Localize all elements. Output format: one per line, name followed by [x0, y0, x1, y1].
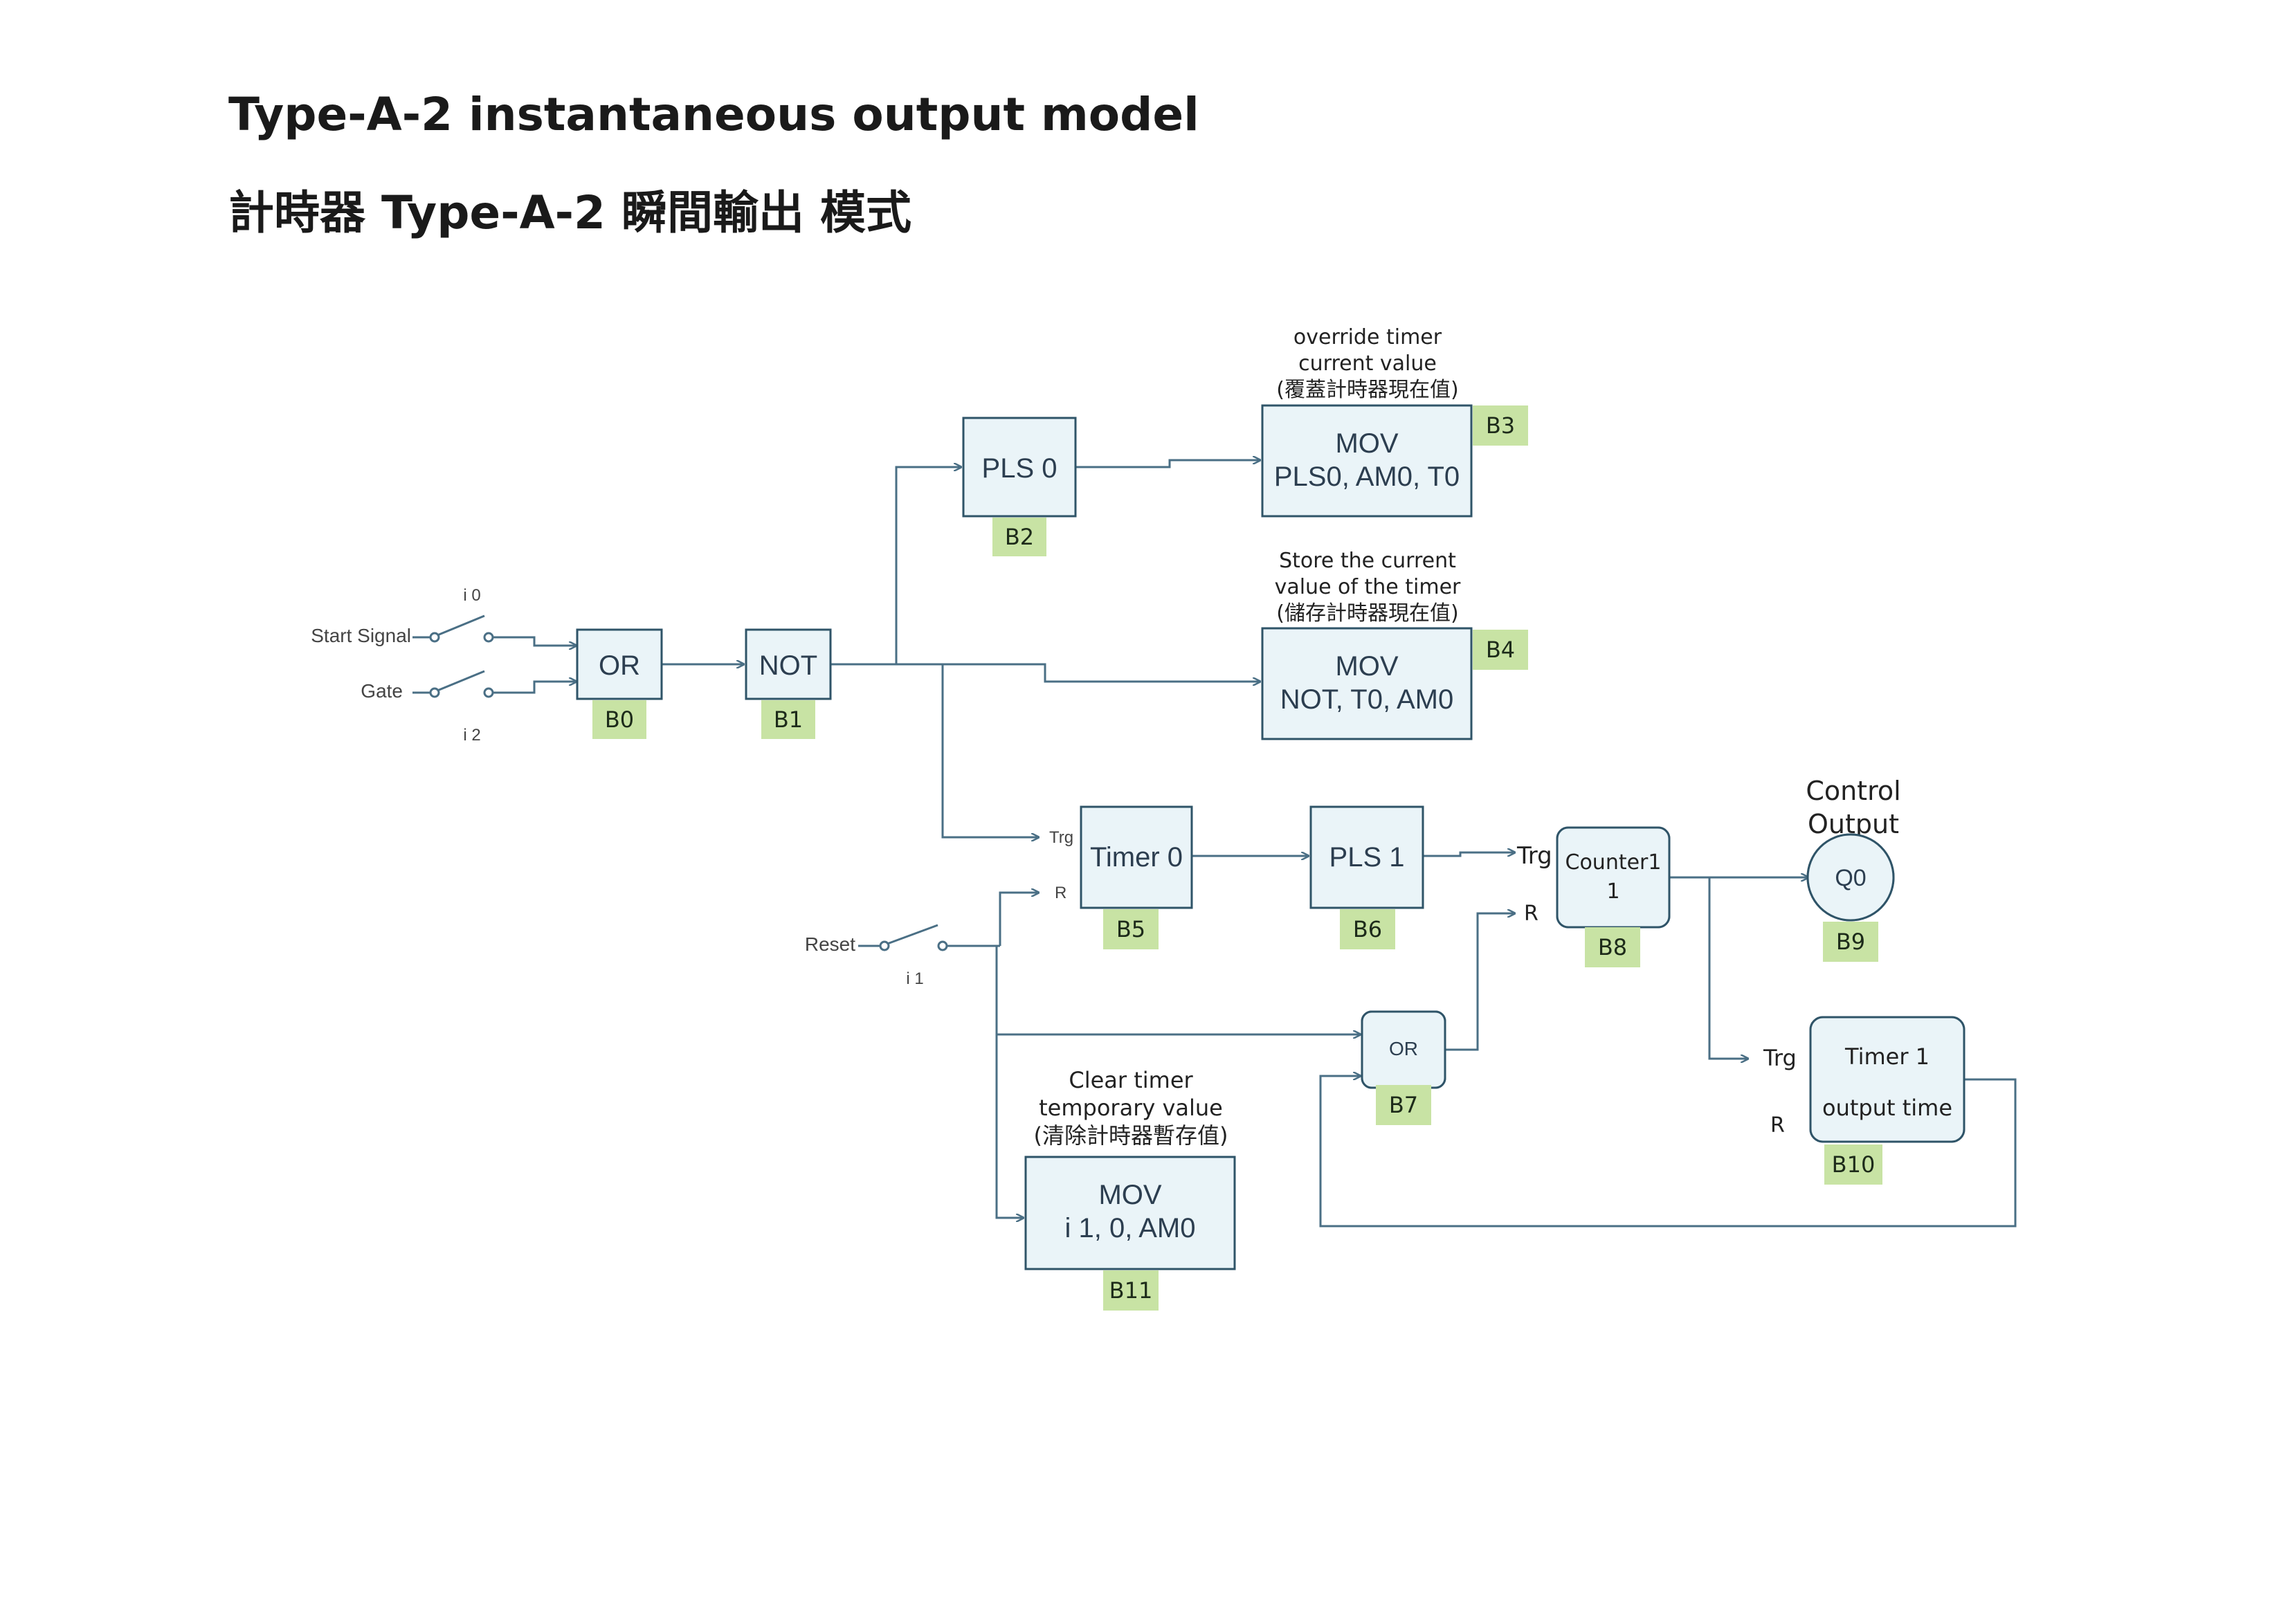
start-signal-label: Start Signal	[311, 625, 411, 646]
switch-contact-icon	[483, 632, 494, 643]
block-b3-mov: override timer current value (覆蓋計時器現在值) …	[1261, 325, 1528, 518]
block-b9-tag	[1823, 922, 1878, 962]
block-b10-r-label: R	[1770, 1113, 1785, 1138]
block-b10-timer1: Trg R Timer 1 output time B10	[1763, 1016, 1965, 1185]
svg-text:B4: B4	[1486, 637, 1515, 663]
block-b8-line1: Counter1	[1565, 850, 1662, 875]
svg-text:B6: B6	[1353, 916, 1382, 942]
block-b9-label: Q0	[1835, 865, 1866, 891]
gate-switch-lever	[437, 670, 485, 692]
block-b6-label: PLS 1	[1329, 842, 1405, 873]
note-b4-line2: value of the timer	[1275, 575, 1461, 599]
switch-contact-icon	[429, 632, 440, 643]
block-b1-tag	[761, 700, 815, 739]
block-b10-line2: output time	[1822, 1095, 1952, 1121]
note-b9-line1: Control	[1806, 776, 1900, 806]
block-b4-line1: MOV	[1335, 651, 1398, 682]
note-b4-line1: Store the current	[1279, 549, 1456, 573]
switch-contact-icon	[429, 687, 440, 698]
block-b11-tag	[1103, 1270, 1159, 1311]
svg-text:B9: B9	[1836, 929, 1865, 955]
block-b4-tag	[1473, 630, 1528, 670]
reset-switch-lever	[887, 924, 938, 945]
block-b8-counter1: Trg R Counter1 1 B8	[1516, 826, 1671, 967]
svg-text:B11: B11	[1109, 1277, 1153, 1304]
reset-input-id: i 1	[906, 969, 923, 988]
title-line2: 計時器 Type-A-2 瞬間輸出 模式	[228, 186, 911, 239]
block-b6-tag	[1340, 909, 1395, 949]
svg-text:B7: B7	[1389, 1092, 1418, 1118]
switch-contact-icon	[483, 687, 494, 698]
block-b11-line1: MOV	[1098, 1180, 1161, 1210]
note-b3-line2: current value	[1298, 352, 1437, 376]
svg-text:B5: B5	[1116, 916, 1145, 942]
block-b10-tag	[1824, 1144, 1882, 1185]
block-b6-pls1: PLS 1 B6	[1309, 805, 1424, 949]
block-b0-label: OR	[599, 650, 640, 681]
block-b3-line2: PLS0, AM0, T0	[1274, 462, 1460, 492]
note-b4-line3: (儲存計時器現在值)	[1276, 601, 1458, 626]
block-b0-tag	[592, 700, 646, 739]
block-b0-or: OR B0	[576, 628, 663, 739]
block-b8-trg-label: Trg	[1516, 842, 1552, 870]
switch-contact-icon	[937, 940, 948, 951]
block-b4-line2: NOT, T0, AM0	[1280, 684, 1453, 715]
block-b2-tag	[992, 518, 1046, 556]
block-b5-tag	[1103, 909, 1159, 949]
start-switch-lever	[437, 614, 485, 637]
start-input-id: i 0	[463, 586, 480, 605]
block-b4-mov: Store the current value of the timer (儲存…	[1261, 549, 1528, 740]
block-b1-not: NOT B1	[745, 628, 832, 739]
note-b11-line2: temporary value	[1039, 1095, 1223, 1121]
block-b10-line1: Timer 1	[1844, 1043, 1930, 1070]
note-b11-line3: (清除計時器暫存值)	[1034, 1122, 1228, 1149]
block-b8-line2: 1	[1606, 879, 1619, 904]
svg-text:B3: B3	[1486, 412, 1515, 439]
note-b11-line1: Clear timer	[1069, 1067, 1193, 1093]
block-b7-tag	[1376, 1085, 1431, 1125]
block-b5-label: Timer 0	[1090, 842, 1183, 873]
block-b9-q0: Control Output Q0 B9	[1806, 776, 1901, 962]
gate-input-id: i 2	[463, 726, 480, 745]
block-b5-trg-label: Trg	[1049, 828, 1073, 847]
switch-contact-icon	[879, 940, 890, 951]
block-b3-tag	[1473, 405, 1528, 446]
block-b5-r-label: R	[1055, 884, 1066, 902]
note-b3-line3: (覆蓋計時器現在值)	[1276, 378, 1458, 402]
block-b11-line2: i 1, 0, AM0	[1065, 1213, 1196, 1243]
block-b7-label: OR	[1389, 1038, 1418, 1059]
block-b5-timer0: Trg R Timer 0 B5	[1049, 805, 1193, 949]
block-b10-trg-label: Trg	[1763, 1045, 1797, 1071]
block-b2-pls0: PLS 0 B2	[962, 417, 1077, 556]
title-line1: Type-A-2 instantaneous output model	[228, 88, 1199, 141]
svg-text:B8: B8	[1598, 934, 1627, 960]
note-b3-line1: override timer	[1293, 325, 1442, 349]
block-b7-or: OR B7	[1361, 1010, 1446, 1125]
svg-text:B0: B0	[605, 706, 634, 733]
wires	[412, 460, 2017, 1228]
block-b8-r-label: R	[1524, 902, 1538, 926]
svg-text:B10: B10	[1832, 1151, 1876, 1178]
block-b3-line1: MOV	[1335, 428, 1398, 459]
block-b8-tag	[1585, 927, 1640, 967]
block-b11-mov: Clear timer temporary value (清除計時器暫存值) M…	[1024, 1067, 1236, 1311]
svg-text:B1: B1	[774, 706, 803, 733]
gate-label: Gate	[361, 680, 403, 702]
block-b1-label: NOT	[759, 650, 817, 681]
svg-text:B2: B2	[1005, 524, 1034, 550]
reset-label: Reset	[805, 933, 855, 955]
block-b2-label: PLS 0	[982, 453, 1057, 484]
